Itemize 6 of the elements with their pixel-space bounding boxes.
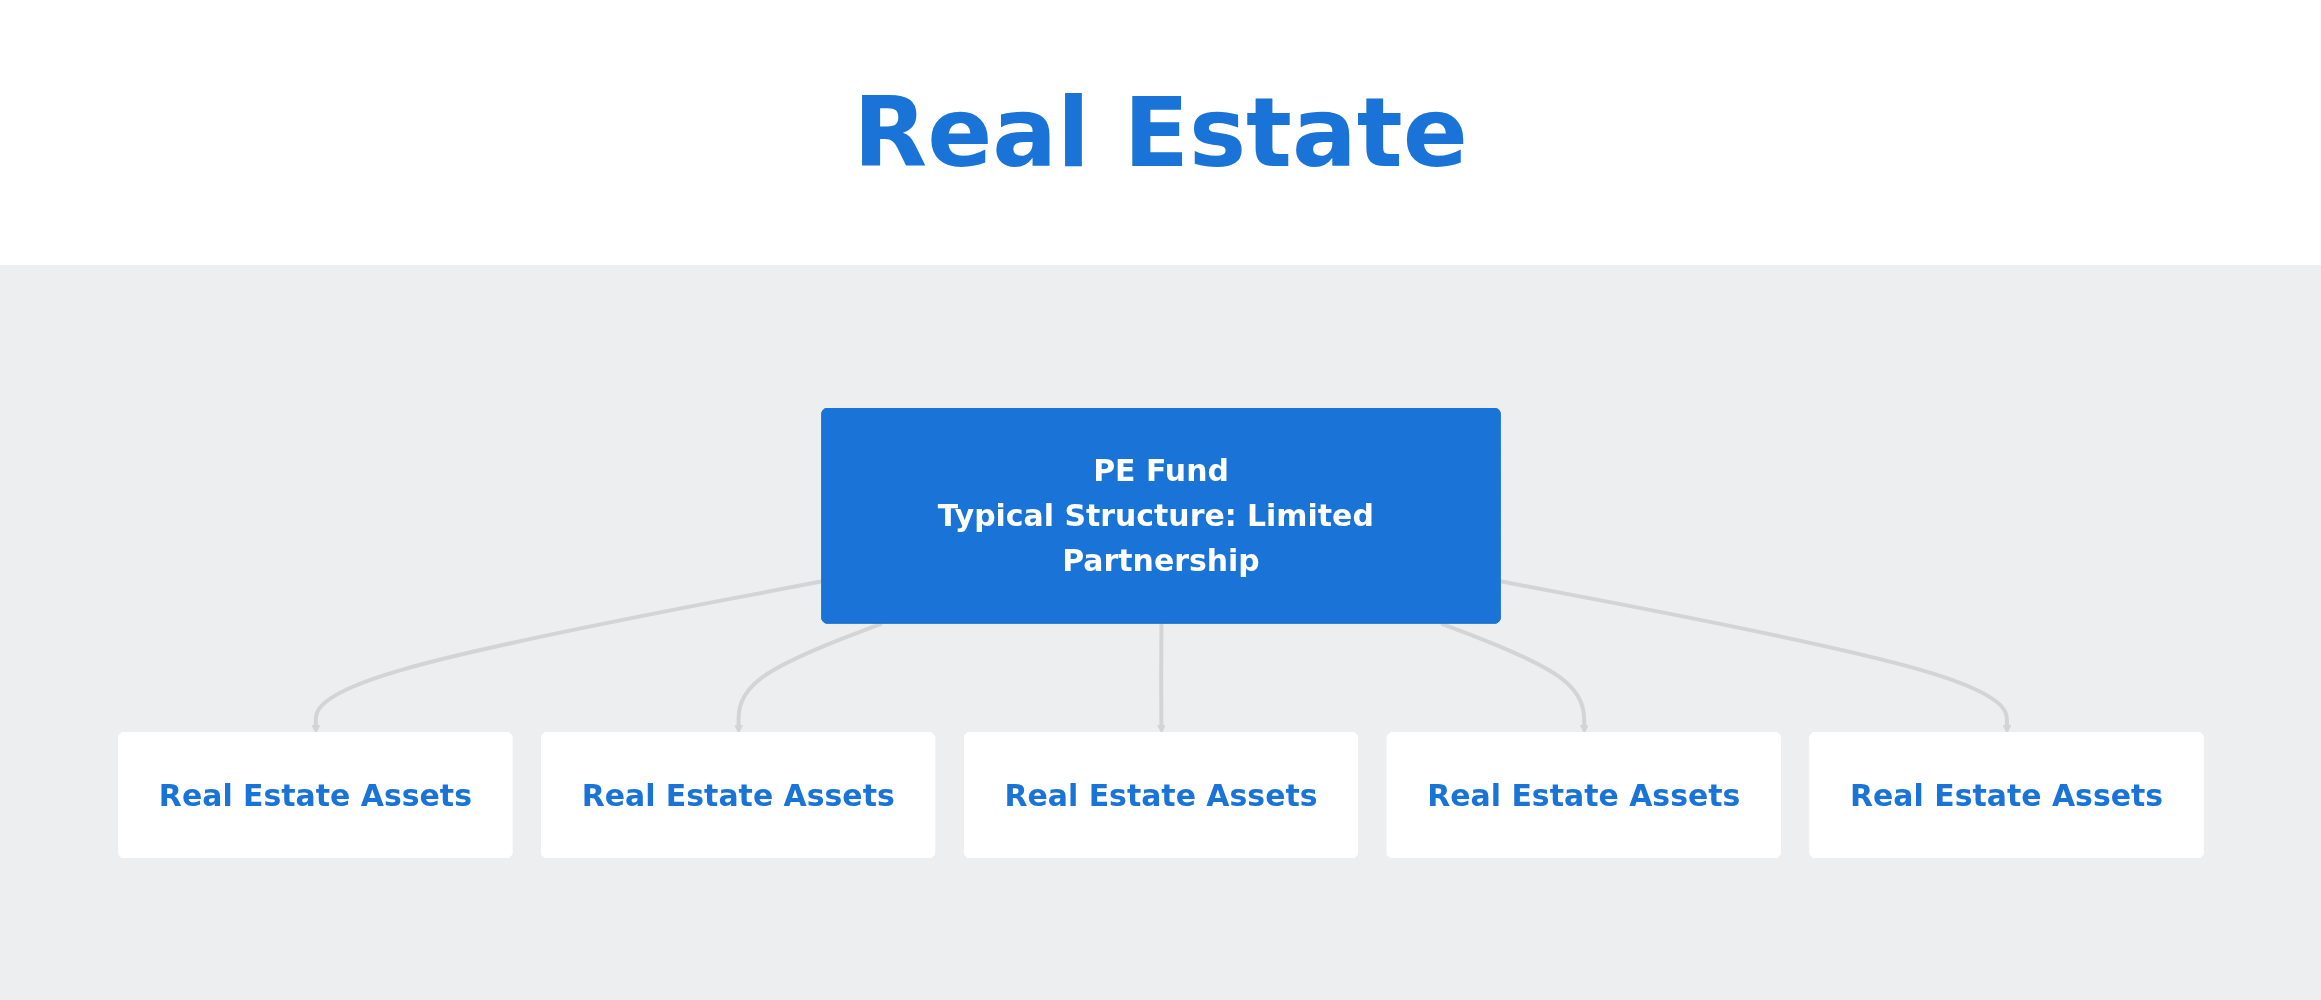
arrow [1440, 621, 1589, 734]
arrow [733, 621, 882, 734]
arrow [1156, 623, 1166, 734]
arrow [1499, 578, 2011, 734]
title: Real Estate [853, 76, 1468, 189]
arrow [310, 578, 823, 734]
